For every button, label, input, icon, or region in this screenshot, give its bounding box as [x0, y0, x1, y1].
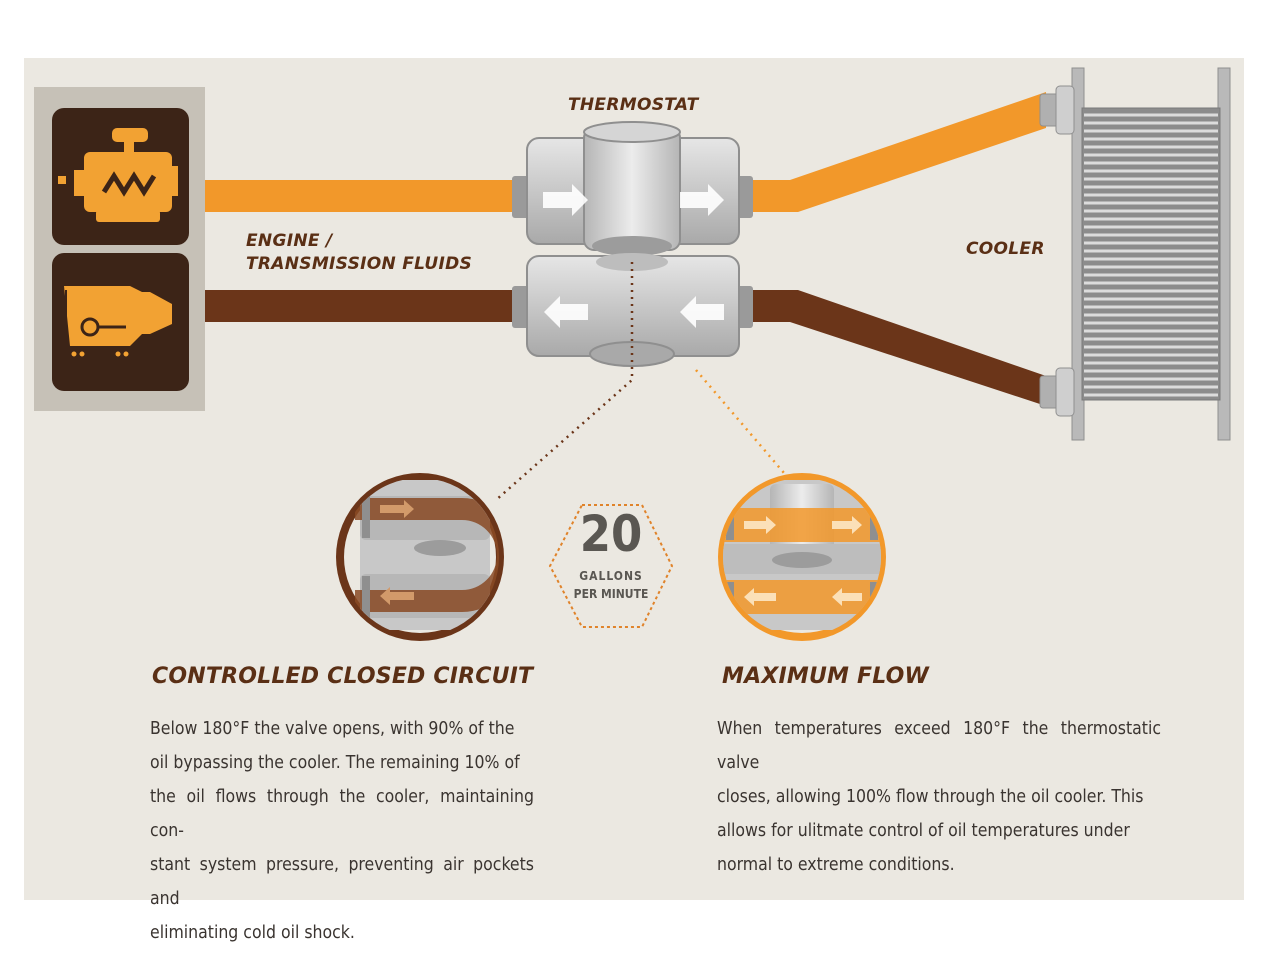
maximum-flow-body: When temperatures exceed 180°F the therm… — [717, 712, 1161, 882]
controlled-circuit-body: Below 180°F the valve opens, with 90% of… — [150, 712, 534, 950]
cold-line-from-cooler — [748, 290, 1046, 406]
maximum-line: closes, allowing 100% flow through the o… — [717, 787, 1144, 807]
fluids-label-line1: ENGINE / — [246, 231, 333, 251]
controlled-line: Below 180°F the valve opens, with 90% of… — [150, 719, 515, 739]
maximum-line: normal to extreme conditions. — [717, 855, 955, 875]
controlled-line: stant system pressure, preventing air po… — [150, 855, 534, 909]
flow-rate-badge — [548, 504, 674, 628]
controlled-line: the oil flows through the cooler, mainta… — [150, 787, 534, 841]
cooler-label: COOLER — [966, 239, 1045, 259]
thermostat-label: THERMOSTAT — [568, 95, 699, 115]
connector-maximum-flow — [695, 369, 791, 481]
cold-line-return — [205, 290, 519, 322]
hot-line-to-cooler — [748, 92, 1046, 212]
maximum-flow-heading: MAXIMUM FLOW — [722, 664, 930, 689]
flow-rate-unit-line2: PER MINUTE — [573, 587, 649, 601]
transmission-icon — [64, 286, 172, 357]
controlled-line: oil bypassing the cooler. The remaining … — [150, 753, 520, 773]
flow-rate-value: 20 — [579, 505, 643, 563]
maximum-line: allows for ulitmate control of oil tempe… — [717, 821, 1130, 841]
thermostat-body — [512, 121, 753, 367]
controlled-line: eliminating cold oil shock. — [150, 923, 355, 943]
maximum-flow-detail — [718, 473, 886, 641]
hot-line-inlet — [205, 180, 519, 212]
flow-rate-unit-line1: GALLONS — [579, 569, 643, 583]
fluids-label-line2: TRANSMISSION FLUIDS — [246, 254, 473, 274]
maximum-line: When temperatures exceed 180°F the therm… — [717, 719, 1161, 773]
controlled-circuit-heading: CONTROLLED CLOSED CIRCUIT — [152, 664, 534, 689]
engine-icon — [58, 128, 178, 222]
connector-closed-circuit — [495, 262, 634, 501]
oil-cooler — [1039, 67, 1231, 441]
closed-circuit-detail — [336, 473, 504, 641]
